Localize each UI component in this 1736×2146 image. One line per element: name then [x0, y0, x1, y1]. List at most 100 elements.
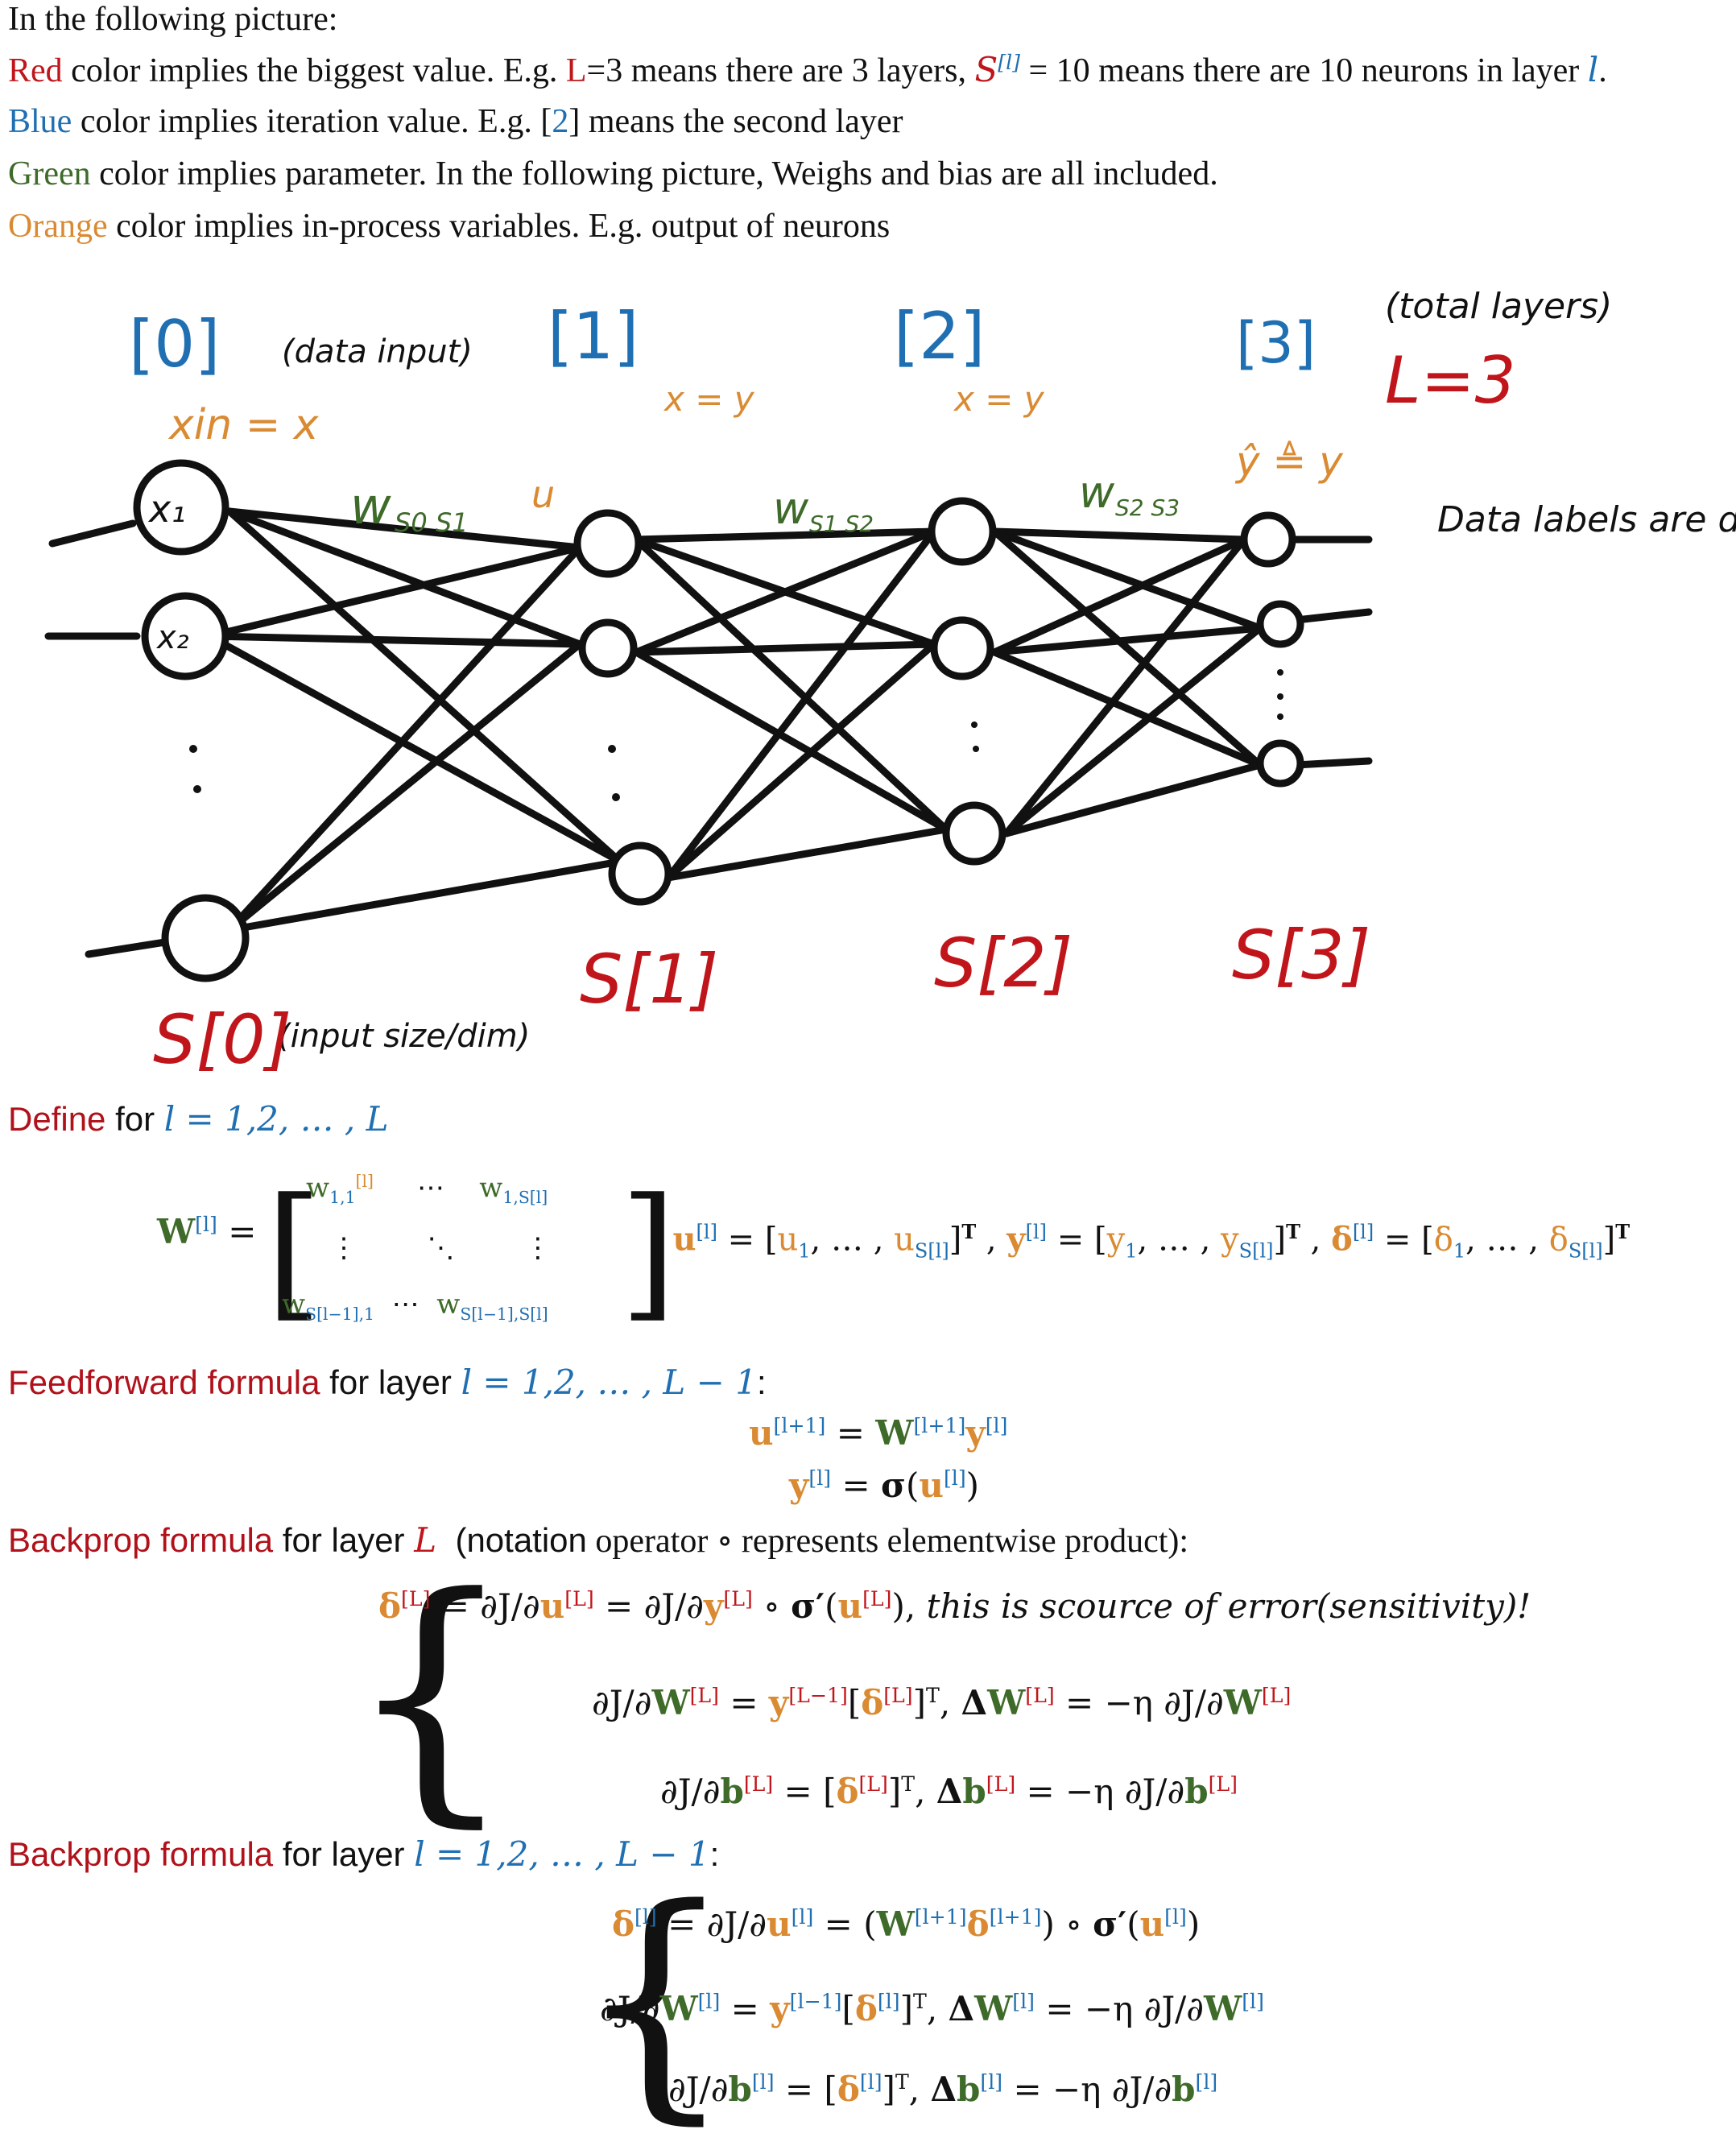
orange-text: color implies in-process variables. E.g.…	[107, 208, 891, 245]
w2-sub: S1 S2	[809, 511, 874, 537]
w1-label: w	[350, 477, 391, 535]
intro-line-green: Green color implies parameter. In the fo…	[8, 155, 1218, 193]
S2-label: S[2]	[934, 924, 1073, 1003]
matrix-row-2: ⋮ ⋱ ⋮	[330, 1232, 552, 1264]
neuron-input-1	[133, 459, 229, 556]
layer-labels: [0] [1] [2] [3]	[129, 299, 1316, 382]
uyd-definitions: , u[l] = [u1, … , uS[l]]T , y[l] = [y1, …	[652, 1220, 1631, 1263]
W-lhs: W[l] =	[157, 1212, 257, 1251]
feedforward-colon: :	[756, 1363, 767, 1401]
feedforward-title: Feedforward formula	[8, 1363, 320, 1401]
intro-line-blue: Blue color implies iteration value. E.g.…	[8, 102, 903, 141]
total-layers-note: (total layers)	[1385, 286, 1612, 327]
neuron-l2-3	[942, 801, 1006, 866]
red-text-b: =3 means there are 3 layers,	[586, 52, 975, 89]
ff-eq-2: y[l] = σ(u[l])	[789, 1466, 980, 1505]
neuron-l2-2	[930, 616, 994, 680]
network-diagram: x₁ x₂ [0] [1] [2] [3] (data input) (tota…	[44, 286, 1736, 1071]
neuron-input-3	[161, 894, 250, 982]
layer2-label: [2]	[894, 299, 985, 374]
neuron-l3-2	[1256, 600, 1304, 648]
red-example-L: L	[565, 52, 587, 89]
backprop-L-note-a: (notation	[455, 1521, 587, 1559]
w2-label: w	[773, 483, 809, 534]
backprop-l-for: for layer	[273, 1835, 415, 1873]
backprop-l-heading: Backprop formula for layer l = 1,2, … , …	[8, 1834, 719, 1874]
intro-line-red: Red color implies the biggest value. E.g…	[8, 50, 1607, 90]
neuron-l1-3	[608, 841, 672, 906]
connection-lines	[44, 507, 1373, 958]
matrix-row-3: wS[l−1],1 ⋯ wS[l−1],S[l]	[282, 1288, 548, 1324]
backprop-l-brace: {	[576, 1855, 735, 2146]
error-source-comment: this is scource of error(sensitivity)!	[926, 1586, 1531, 1626]
layer1-label: [1]	[548, 299, 639, 374]
x2-label: x₂	[155, 619, 189, 656]
w1-sub: S0 S1	[395, 507, 469, 538]
feedforward-range: l = 1,2, … , L − 1	[461, 1362, 757, 1402]
neurons	[133, 459, 1304, 982]
neuron-l1-2	[578, 618, 638, 678]
green-label: Green	[8, 155, 91, 192]
intro-line-0: In the following picture:	[8, 0, 337, 39]
intro-line-orange: Orange color implies in-process variable…	[8, 207, 890, 246]
w3-sub: S2 S3	[1115, 494, 1180, 521]
bpl-eq-3: ∂J/∂b[l] = [δ[l]]T, Δb[l] = −η ∂J/∂b[l]	[668, 2070, 1218, 2109]
blue-text-b: ] means the second layer	[568, 103, 903, 140]
blue-label: Blue	[8, 103, 72, 140]
total-L-label: L=3	[1385, 343, 1516, 418]
backprop-L-note-b: operator ∘ represents elementwise produc…	[586, 1523, 1189, 1560]
xin-label: xin = x	[167, 401, 320, 449]
red-label: Red	[8, 52, 63, 89]
size-labels: S[0] S[1] S[2] S[3]	[153, 916, 1370, 1071]
weight-labels: w S0 S1 w S1 S2 w S2 S3	[350, 467, 1180, 538]
bpl-eq-2: ∂J/∂W[l] = y[l−1][δ[l]]T, ΔW[l] = −η ∂J/…	[600, 1989, 1264, 2028]
W-equals: =	[228, 1212, 257, 1251]
define-title: Define	[8, 1100, 106, 1138]
backprop-L-symbol: L	[414, 1520, 437, 1560]
neuron-l2-1	[928, 497, 997, 566]
define-for: for	[105, 1100, 164, 1138]
matrix-row-1: w1,1[l] ⋯ w1,S[l]	[306, 1172, 548, 1208]
backprop-l-range: l = 1,2, … , L − 1	[414, 1834, 710, 1874]
handwritten-notes: (data input) (total layers) (input size/…	[278, 286, 1736, 1055]
input-size-note: (input size/dim)	[278, 1018, 530, 1055]
feedforward-heading: Feedforward formula for layer l = 1,2, ……	[8, 1362, 767, 1402]
x-eq-y1-label: x = y	[663, 379, 755, 419]
red-text-a: color implies the biggest value. E.g.	[62, 52, 566, 89]
bpl-eq-1: δ[l] = ∂J/∂u[l] = (W[l+1]δ[l+1]) ∘ σ′(u[…	[612, 1904, 1201, 1944]
blue-text-a: color implies iteration value. E.g. [	[72, 103, 552, 140]
yhat-label: ŷ ≜ y	[1234, 438, 1344, 485]
layer3-label: [3]	[1236, 310, 1316, 376]
x1-label: x₁	[147, 487, 186, 531]
green-text: color implies parameter. In the followin…	[90, 155, 1218, 192]
backprop-l-title: Backprop formula	[8, 1835, 274, 1873]
data-input-note: (data input)	[282, 333, 473, 370]
u-symbol: u	[672, 1220, 696, 1259]
bpL-eq-3: ∂J/∂b[L] = [δ[L]]T, Δb[L] = −η ∂J/∂b[L]	[660, 1772, 1238, 1811]
backprop-L-for: for layer	[273, 1521, 415, 1559]
ellipsis-dots	[189, 669, 1283, 801]
red-text-c: = 10 means there are 10 neurons in layer	[1020, 52, 1588, 89]
feedforward-for: for layer	[320, 1363, 461, 1401]
data-labels-note: Data labels are denoted with y	[1437, 499, 1736, 540]
red-l: l	[1587, 50, 1599, 89]
u1-label: u	[531, 473, 555, 516]
S3-label: S[3]	[1232, 916, 1370, 994]
backprop-L-brace: {	[346, 1540, 515, 1850]
backprop-l-colon: :	[709, 1835, 720, 1873]
delta-symbol: δ	[1331, 1220, 1353, 1259]
backprop-L-title: Backprop formula	[8, 1521, 274, 1559]
blue-two: 2	[552, 103, 569, 140]
bpL-eq-2: ∂J/∂W[L] = y[L−1][δ[L]]T, ΔW[L] = −η ∂J/…	[592, 1683, 1292, 1722]
red-S: S	[974, 50, 998, 89]
neuron-l3-1	[1240, 511, 1296, 568]
define-range: l = 1,2, … , L	[163, 1099, 389, 1139]
red-S-sup: [l]	[998, 51, 1020, 74]
S1-label: S[1]	[580, 940, 718, 1019]
neuron-l3-3	[1256, 739, 1304, 788]
orange-label: Orange	[8, 208, 108, 245]
bpL-eq-1: δ[L] = ∂J/∂u[L] = ∂J/∂y[L] ∘ σ′(u[L]), t…	[378, 1586, 1531, 1626]
orange-annotations: xin = x u x = y x = y ŷ ≜ y	[167, 379, 1344, 516]
y-symbol: y	[1006, 1220, 1026, 1259]
neuron-labels: x₁ x₂	[147, 487, 189, 656]
